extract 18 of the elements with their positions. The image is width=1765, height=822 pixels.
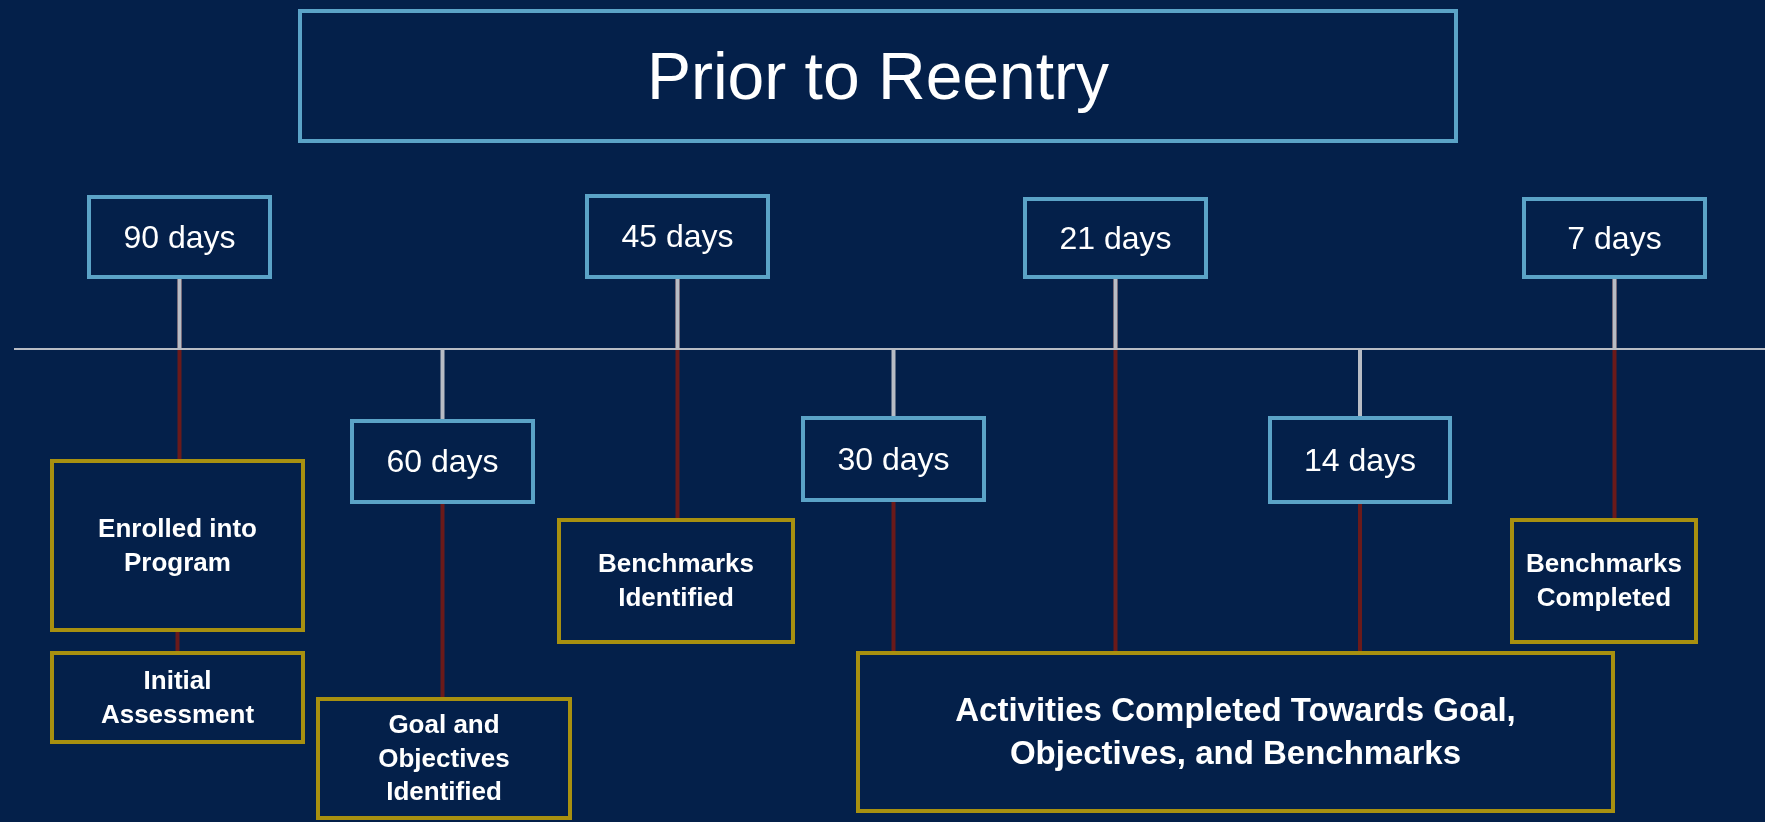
milestone-box: Enrolled into Program: [50, 459, 305, 632]
connector-line: [1358, 504, 1362, 651]
connector-line: [440, 504, 445, 697]
time-box: 7 days: [1522, 197, 1707, 279]
time-box: 21 days: [1023, 197, 1208, 279]
milestone-box: Benchmarks Identified: [557, 518, 795, 644]
milestone-box: Activities Completed Towards Goal, Objectives, and Benchmarks: [856, 651, 1615, 813]
title-banner: Prior to Reentry: [298, 9, 1458, 143]
time-box: 90 days: [87, 195, 272, 279]
milestone-box: Initial Assessment: [50, 651, 305, 744]
milestone-box: Goal and Objectives Identified: [316, 697, 572, 820]
time-box: 45 days: [585, 194, 770, 279]
milestone-box: Benchmarks Completed: [1510, 518, 1698, 644]
time-box: 30 days: [801, 416, 986, 502]
connector-line: [891, 502, 896, 651]
connector-line: [175, 632, 180, 651]
time-box: 14 days: [1268, 416, 1452, 504]
time-box: 60 days: [350, 419, 535, 504]
